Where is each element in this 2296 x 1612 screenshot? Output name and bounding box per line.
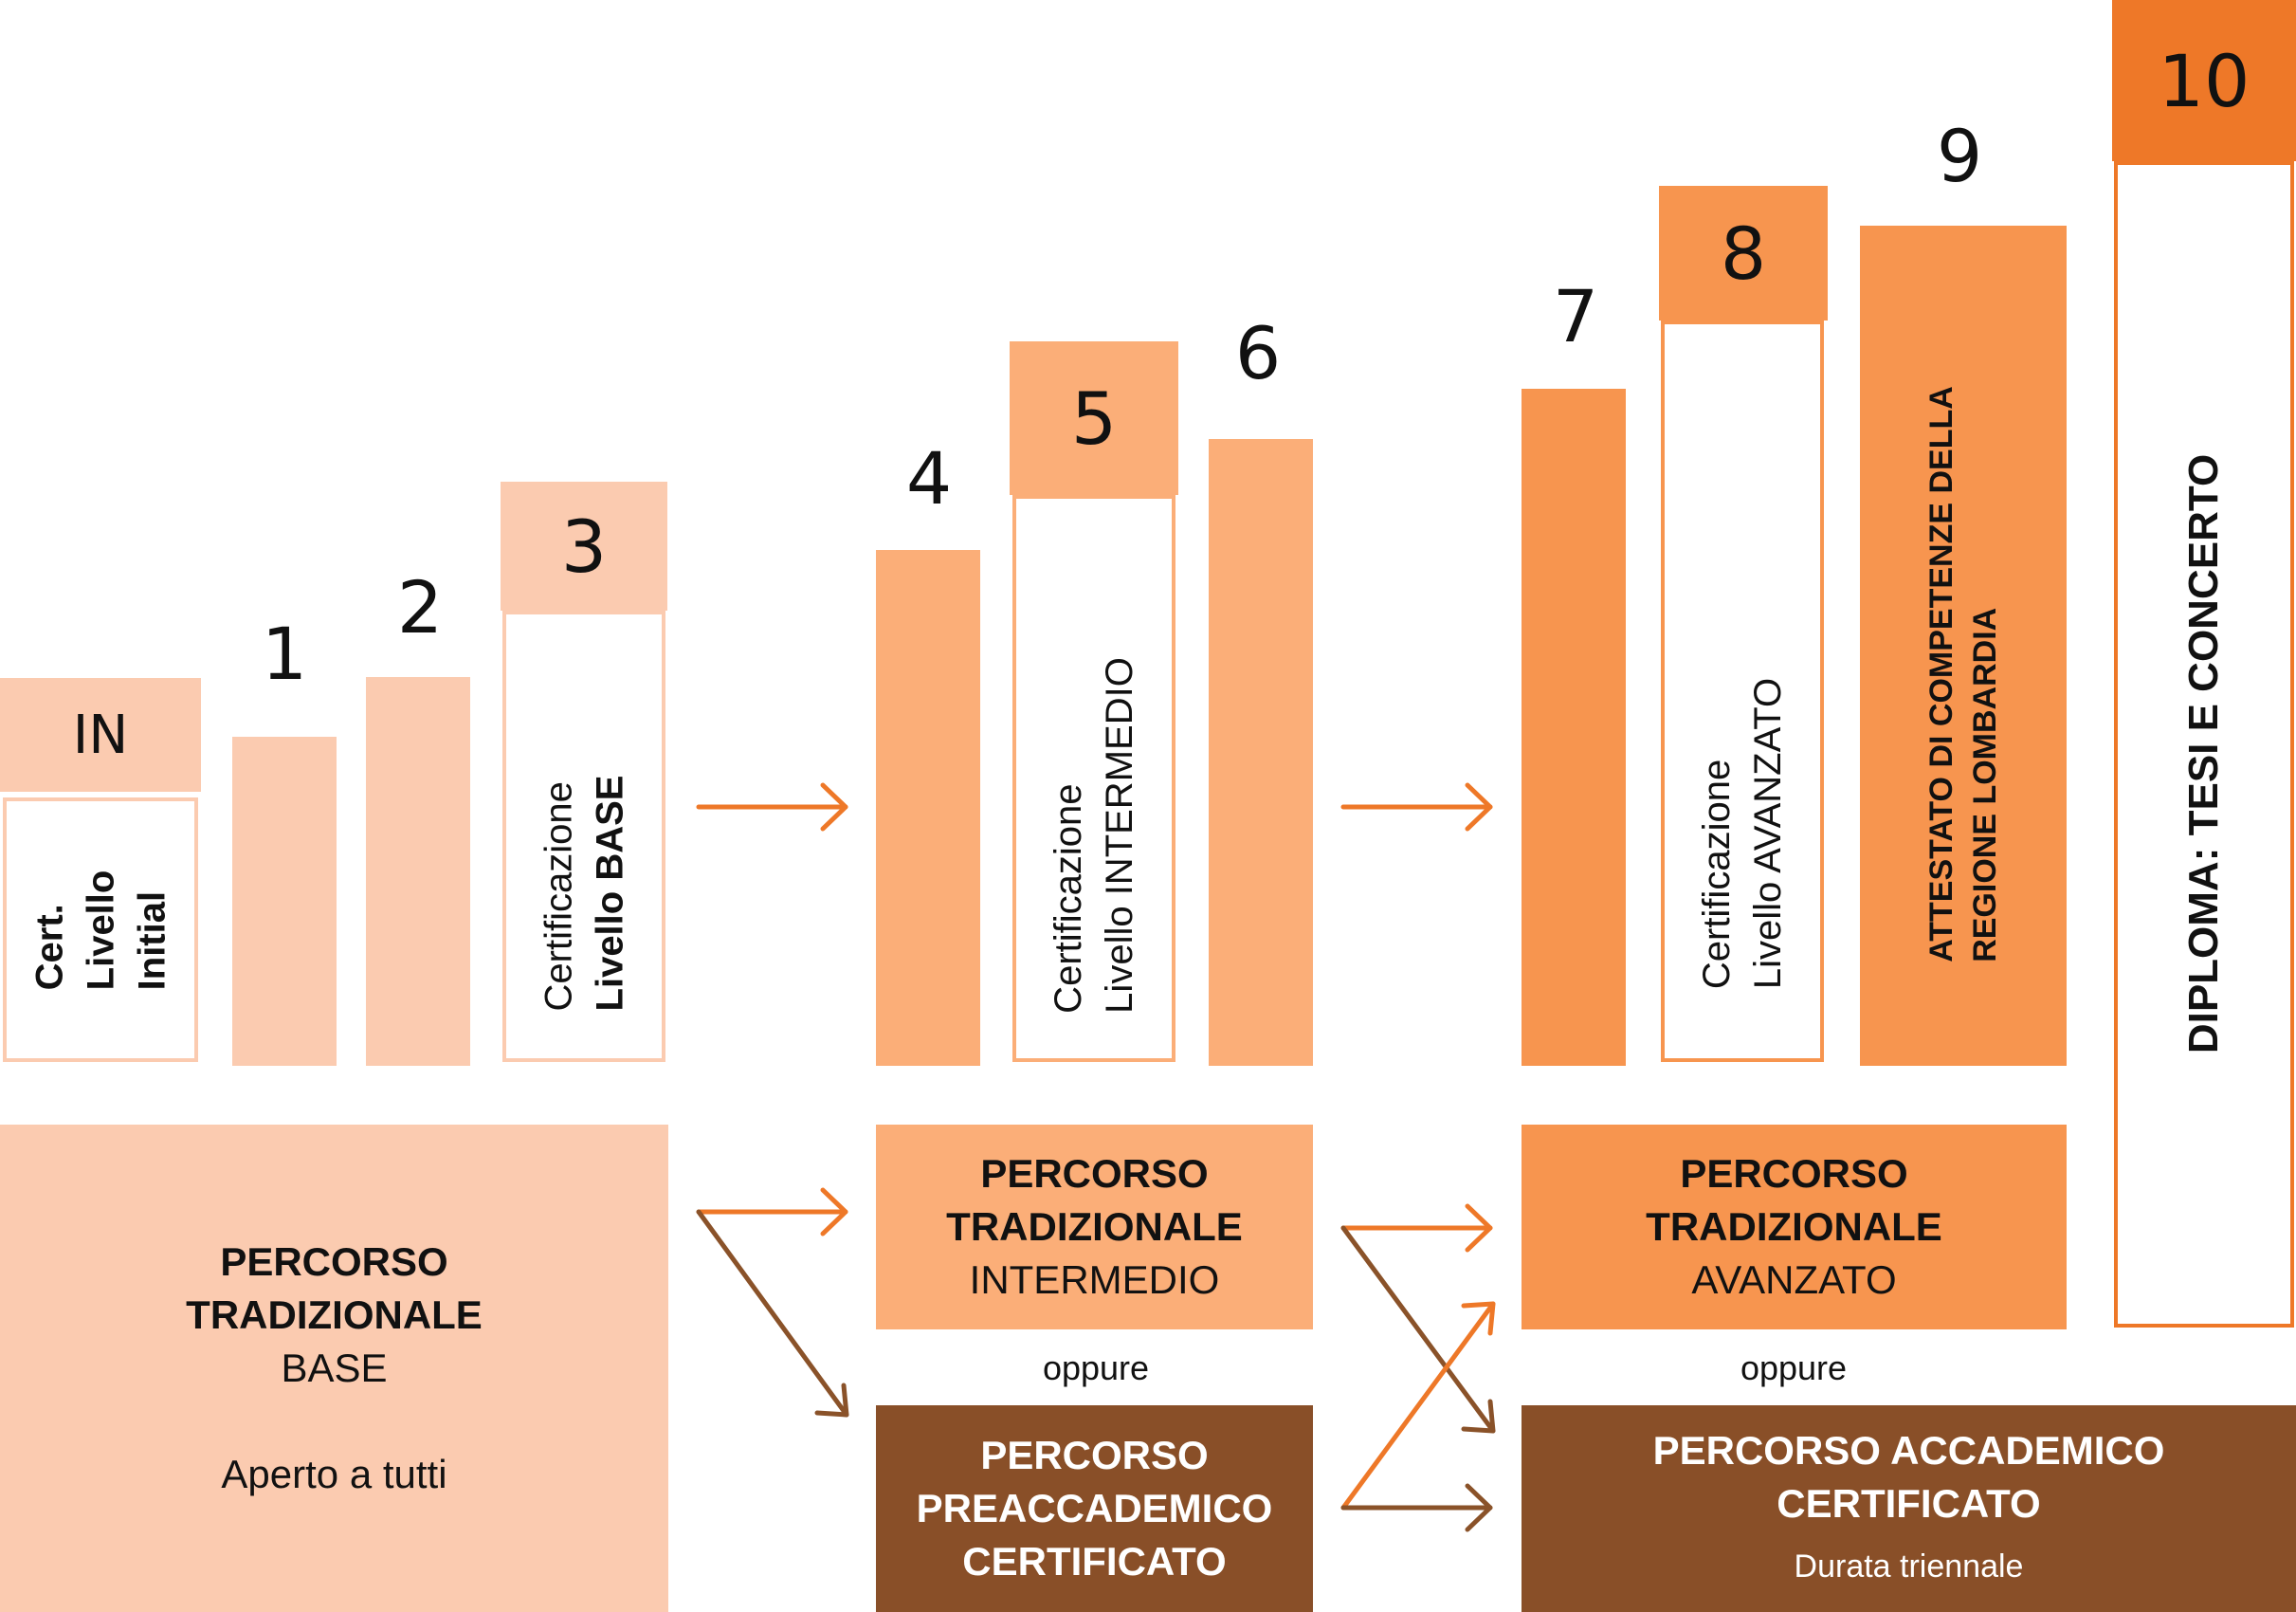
path-intermedio-title-2: TRADIZIONALE <box>946 1204 1243 1249</box>
path-intermedio-subtitle: INTERMEDIO <box>969 1257 1220 1302</box>
level-6-bar <box>1209 439 1313 1066</box>
cert-avanzato-box: Certificazione Livello AVANZATO <box>1661 321 1824 1062</box>
level-in-label: IN <box>72 704 129 766</box>
level-7-number: 7 <box>1552 274 1599 358</box>
level-8-number: 8 <box>1720 211 1767 296</box>
cert-initial-box: Cert. Livello Initial <box>3 797 198 1062</box>
oppure-label-1: oppure <box>1042 1348 1150 1387</box>
path-base-title-1: PERCORSO <box>220 1239 448 1284</box>
level-10-header: 10 <box>2112 0 2296 161</box>
path-avanzato-title-1: PERCORSO <box>1680 1151 1908 1196</box>
cert-intermedio-box: Certificazione Livello INTERMEDIO <box>1012 495 1175 1062</box>
path-accademico-title-1: PERCORSO ACCADEMICO <box>1652 1428 2165 1473</box>
level-5-header: 5 <box>1010 341 1178 495</box>
path-avanzato-box: PERCORSO TRADIZIONALE AVANZATO <box>1522 1125 2067 1329</box>
path-accademico-title-2: CERTIFICATO <box>1777 1481 2041 1526</box>
level-9-number: 9 <box>1936 114 1983 198</box>
arrow-preaccademico-to-accademico-path <box>1340 1483 1493 1532</box>
level-4-bar <box>876 550 980 1066</box>
arrow-base-to-intermedio-level <box>696 782 848 832</box>
cert-base-box: Certificazione Livello BASE <box>502 611 665 1062</box>
path-intermedio-box: PERCORSO TRADIZIONALE INTERMEDIO <box>876 1125 1313 1329</box>
path-preaccademico-box: PERCORSO PREACCADEMICO CERTIFICATO <box>876 1405 1313 1612</box>
level-2-bar <box>366 677 470 1066</box>
path-preaccademico-title-2: PREACCADEMICO <box>916 1486 1273 1530</box>
diploma-box: DIPLOMA: TESI E CONCERTO <box>2114 161 2294 1328</box>
level-in-header: IN <box>0 678 201 792</box>
level-3-header: 3 <box>501 482 667 611</box>
path-intermedio-title-1: PERCORSO <box>980 1151 1209 1196</box>
level-7-bar <box>1522 389 1626 1066</box>
level-6-number: 6 <box>1234 311 1282 395</box>
path-preaccademico-title-3: CERTIFICATO <box>962 1539 1227 1584</box>
path-avanzato-title-2: TRADIZIONALE <box>1646 1204 1942 1249</box>
path-preaccademico-title-1: PERCORSO <box>980 1433 1209 1477</box>
arrow-base-to-intermedio-path <box>696 1187 848 1236</box>
arrow-intermedio-to-avanzato-path <box>1340 1203 1493 1253</box>
arrow-preaccademico-to-avanzato-path <box>1340 1301 1496 1511</box>
level-5-number: 5 <box>1070 376 1118 461</box>
level-2-number: 2 <box>396 565 444 650</box>
oppure-label-2: oppure <box>1740 1348 1848 1387</box>
level-4-number: 4 <box>905 436 953 521</box>
path-base-box: PERCORSO TRADIZIONALE BASE Aperto a tutt… <box>0 1125 668 1612</box>
level-1-bar <box>232 737 337 1066</box>
arrow-intermedio-to-accademico-path <box>1340 1225 1496 1434</box>
path-avanzato-subtitle: AVANZATO <box>1691 1257 1897 1302</box>
arrow-intermedio-to-avanzato-level <box>1340 782 1493 832</box>
level-3-number: 3 <box>560 504 608 589</box>
path-base-title-2: TRADIZIONALE <box>186 1292 483 1337</box>
path-base-note: Aperto a tutti <box>221 1452 447 1496</box>
arrow-base-to-preaccademico-path <box>696 1209 849 1418</box>
path-accademico-note: Durata triennale <box>1794 1548 2024 1585</box>
level-10-number: 10 <box>2158 38 2250 123</box>
path-accademico-box: PERCORSO ACCADEMICO CERTIFICATO Durata t… <box>1522 1405 2296 1612</box>
level-8-header: 8 <box>1659 186 1828 321</box>
path-base-subtitle: BASE <box>281 1346 388 1390</box>
level-1-number: 1 <box>261 612 308 696</box>
level-9-attestato-bar: ATTESTATO DI COMPETENZE DELLA REGIONE LO… <box>1860 226 2067 1066</box>
